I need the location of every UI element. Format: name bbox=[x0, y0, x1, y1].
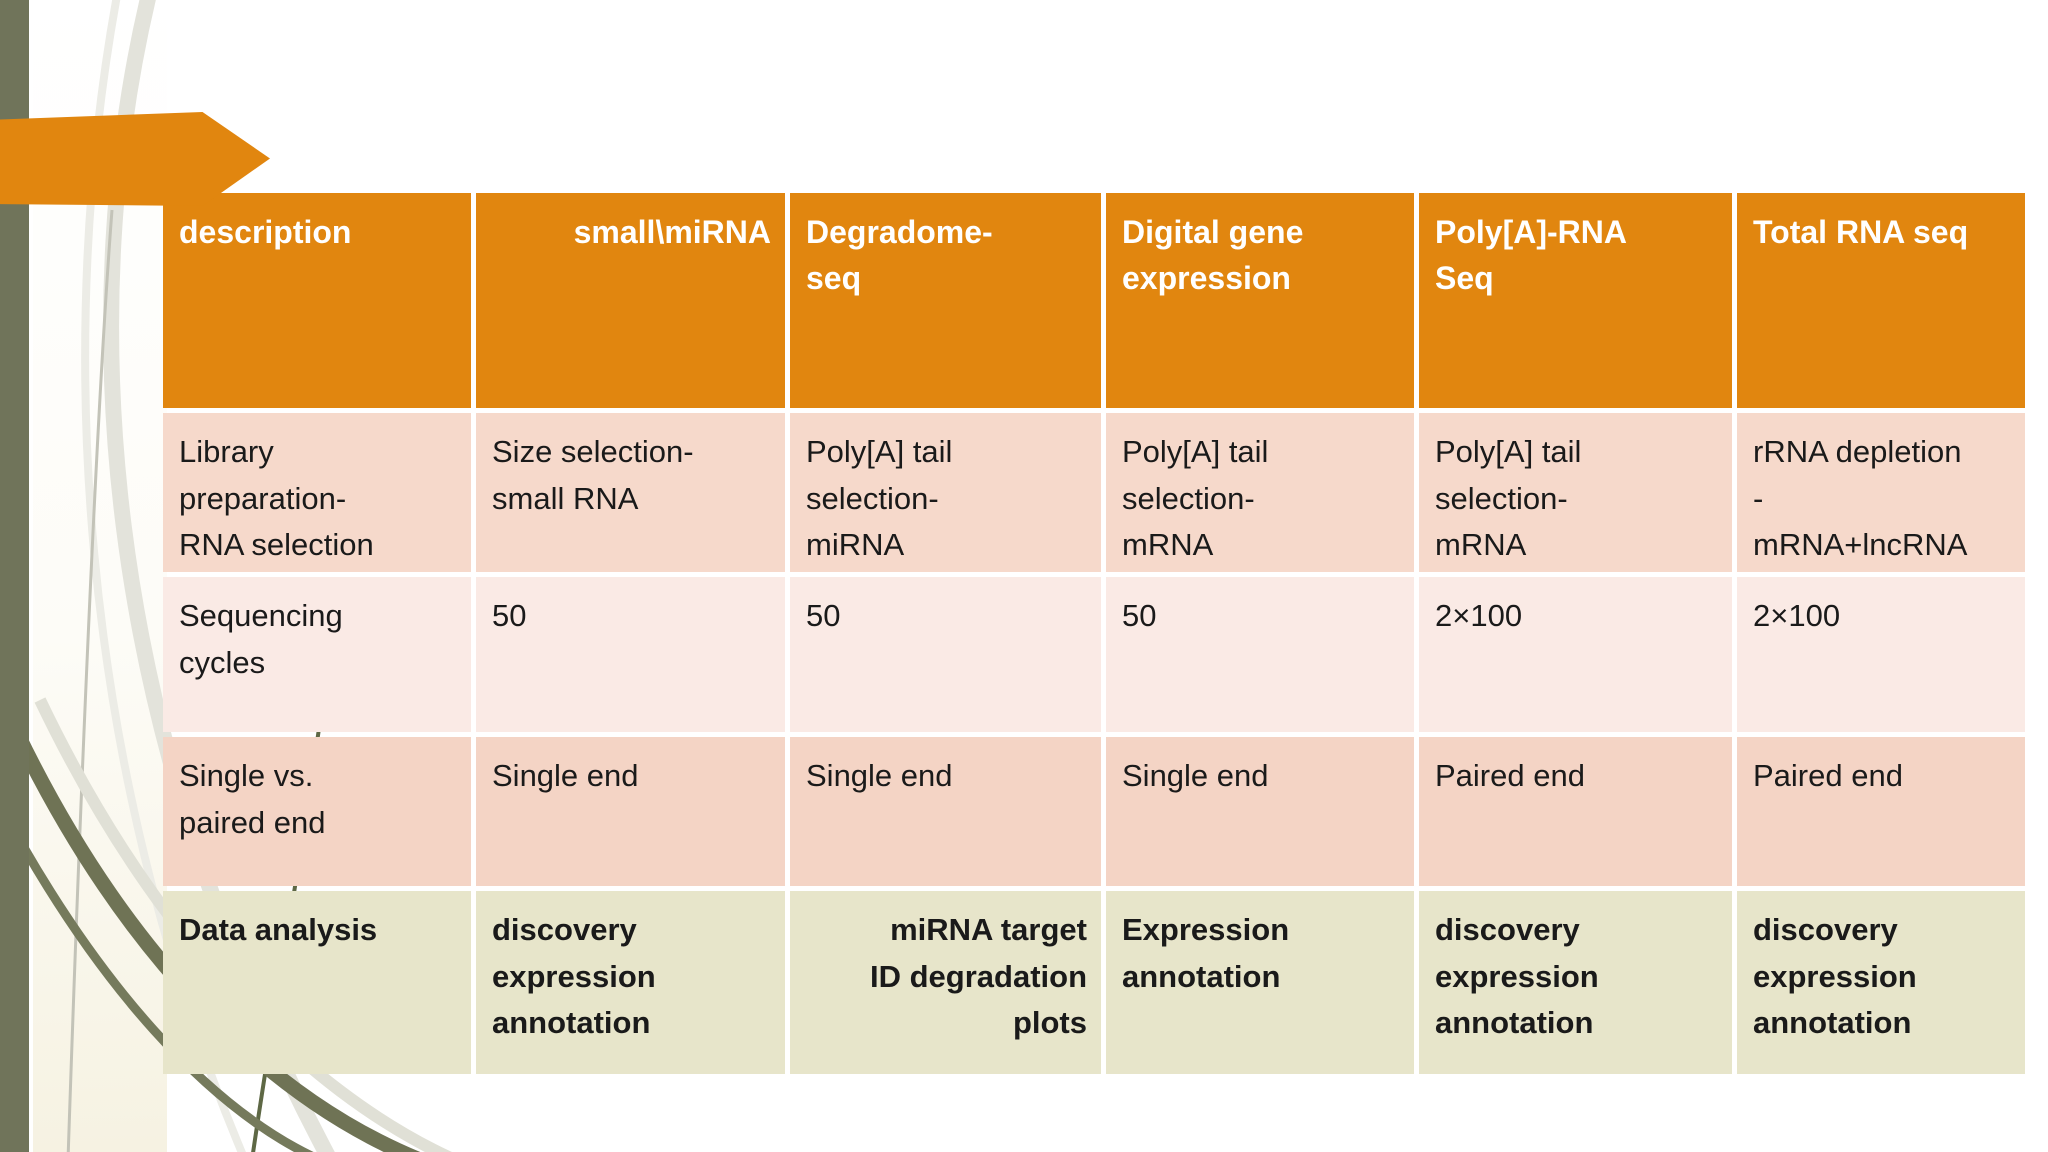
table-cell: Poly[A] tail selection- mRNA bbox=[1106, 413, 1414, 572]
header-cell-polya-rna-seq: Poly[A]-RNA Seq bbox=[1419, 193, 1732, 408]
table-cell: 2×100 bbox=[1737, 577, 2025, 732]
table-cell: 50 bbox=[476, 577, 785, 732]
table-cell: 50 bbox=[790, 577, 1101, 732]
table-cell-cycles-label: Sequencing cycles bbox=[163, 577, 471, 732]
header-cell-degradome-seq: Degradome- seq bbox=[790, 193, 1101, 408]
table-cell: 2×100 bbox=[1419, 577, 1732, 732]
table-cell: Single end bbox=[476, 737, 785, 886]
table-cell-library-label: Library preparation- RNA selection bbox=[163, 413, 471, 572]
header-cell-digital-gene-expression: Digital gene expression bbox=[1106, 193, 1414, 408]
table-cell: Poly[A] tail selection- miRNA bbox=[790, 413, 1101, 572]
table-cell: Paired end bbox=[1737, 737, 2025, 886]
table-cell-paired-label: Single vs. paired end bbox=[163, 737, 471, 886]
table-cell-analysis-label: Data analysis bbox=[163, 891, 471, 1074]
table-cell: Size selection- small RNA bbox=[476, 413, 785, 572]
table-cell: discovery expression annotation bbox=[476, 891, 785, 1074]
table-cell: rRNA depletion - mRNA+lncRNA bbox=[1737, 413, 2025, 572]
table-cell: Paired end bbox=[1419, 737, 1732, 886]
table-cell: Poly[A] tail selection- mRNA bbox=[1419, 413, 1732, 572]
comparison-table: description small\miRNA Degradome- seq D… bbox=[163, 193, 2025, 1074]
table-cell: discovery expression annotation bbox=[1419, 891, 1732, 1074]
table-cell: Single end bbox=[790, 737, 1101, 886]
table-cell: Single end bbox=[1106, 737, 1414, 886]
header-cell-description: description bbox=[163, 193, 471, 408]
table-cell: 50 bbox=[1106, 577, 1414, 732]
header-cell-small-mirna: small\miRNA bbox=[476, 193, 785, 408]
table-cell: Expression annotation bbox=[1106, 891, 1414, 1074]
header-cell-total-rna-seq: Total RNA seq bbox=[1737, 193, 2025, 408]
table-cell: miRNA target ID degradation plots bbox=[790, 891, 1101, 1074]
table-cell: discovery expression annotation bbox=[1737, 891, 2025, 1074]
